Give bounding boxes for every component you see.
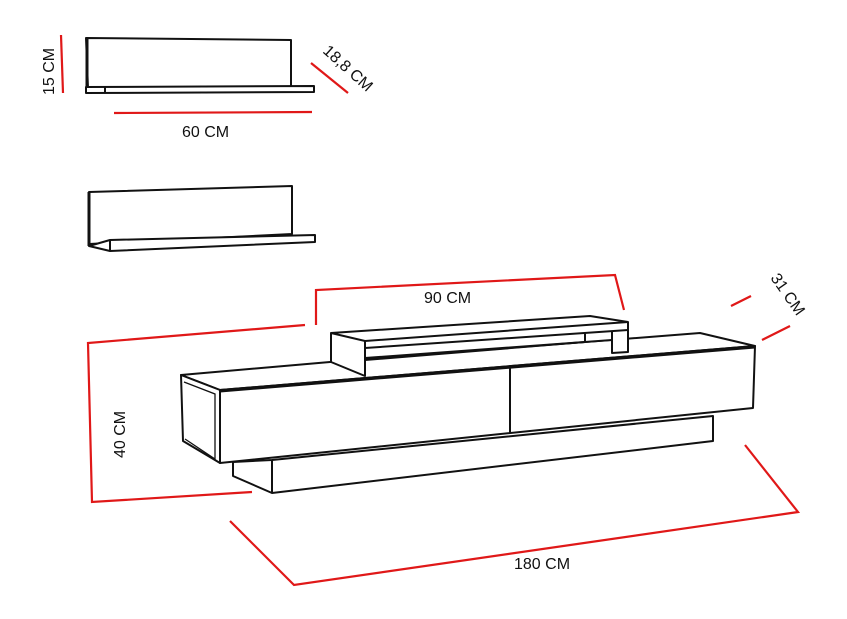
tv-unit (180, 315, 756, 494)
shelf-plate (88, 234, 316, 252)
riser-width-dimension-line (314, 273, 626, 325)
shelf-back-panel (85, 37, 292, 89)
height-dimension-line (86, 323, 306, 504)
depth-label: 31 CM (767, 271, 808, 319)
shelf-height-label: 15 CM (41, 48, 58, 95)
width-dimension-line (229, 444, 801, 587)
riser-width-label: 90 CM (424, 290, 471, 307)
depth-dimension-line-bottom (761, 325, 791, 341)
riser-inner-shelf-line (364, 341, 586, 361)
shelf-depth-label: 18,8 CM (319, 42, 375, 95)
wall-shelf-dimensioned (85, 37, 315, 94)
wall-shelf (87, 185, 316, 252)
depth-dimension-line-top (730, 295, 752, 307)
shelf-width-label: 60 CM (182, 124, 229, 141)
shelf-depth-dimension-line (310, 62, 349, 94)
height-label: 40 CM (112, 411, 129, 458)
shelf-plate (85, 85, 315, 94)
left-side-inner-frame (183, 381, 216, 461)
shelf-width-dimension-line (113, 110, 313, 115)
front-top-edge (219, 345, 756, 393)
shelf-height-dimension-line (59, 34, 65, 94)
shelf-back-panel (88, 185, 293, 245)
width-label: 180 CM (514, 556, 570, 573)
